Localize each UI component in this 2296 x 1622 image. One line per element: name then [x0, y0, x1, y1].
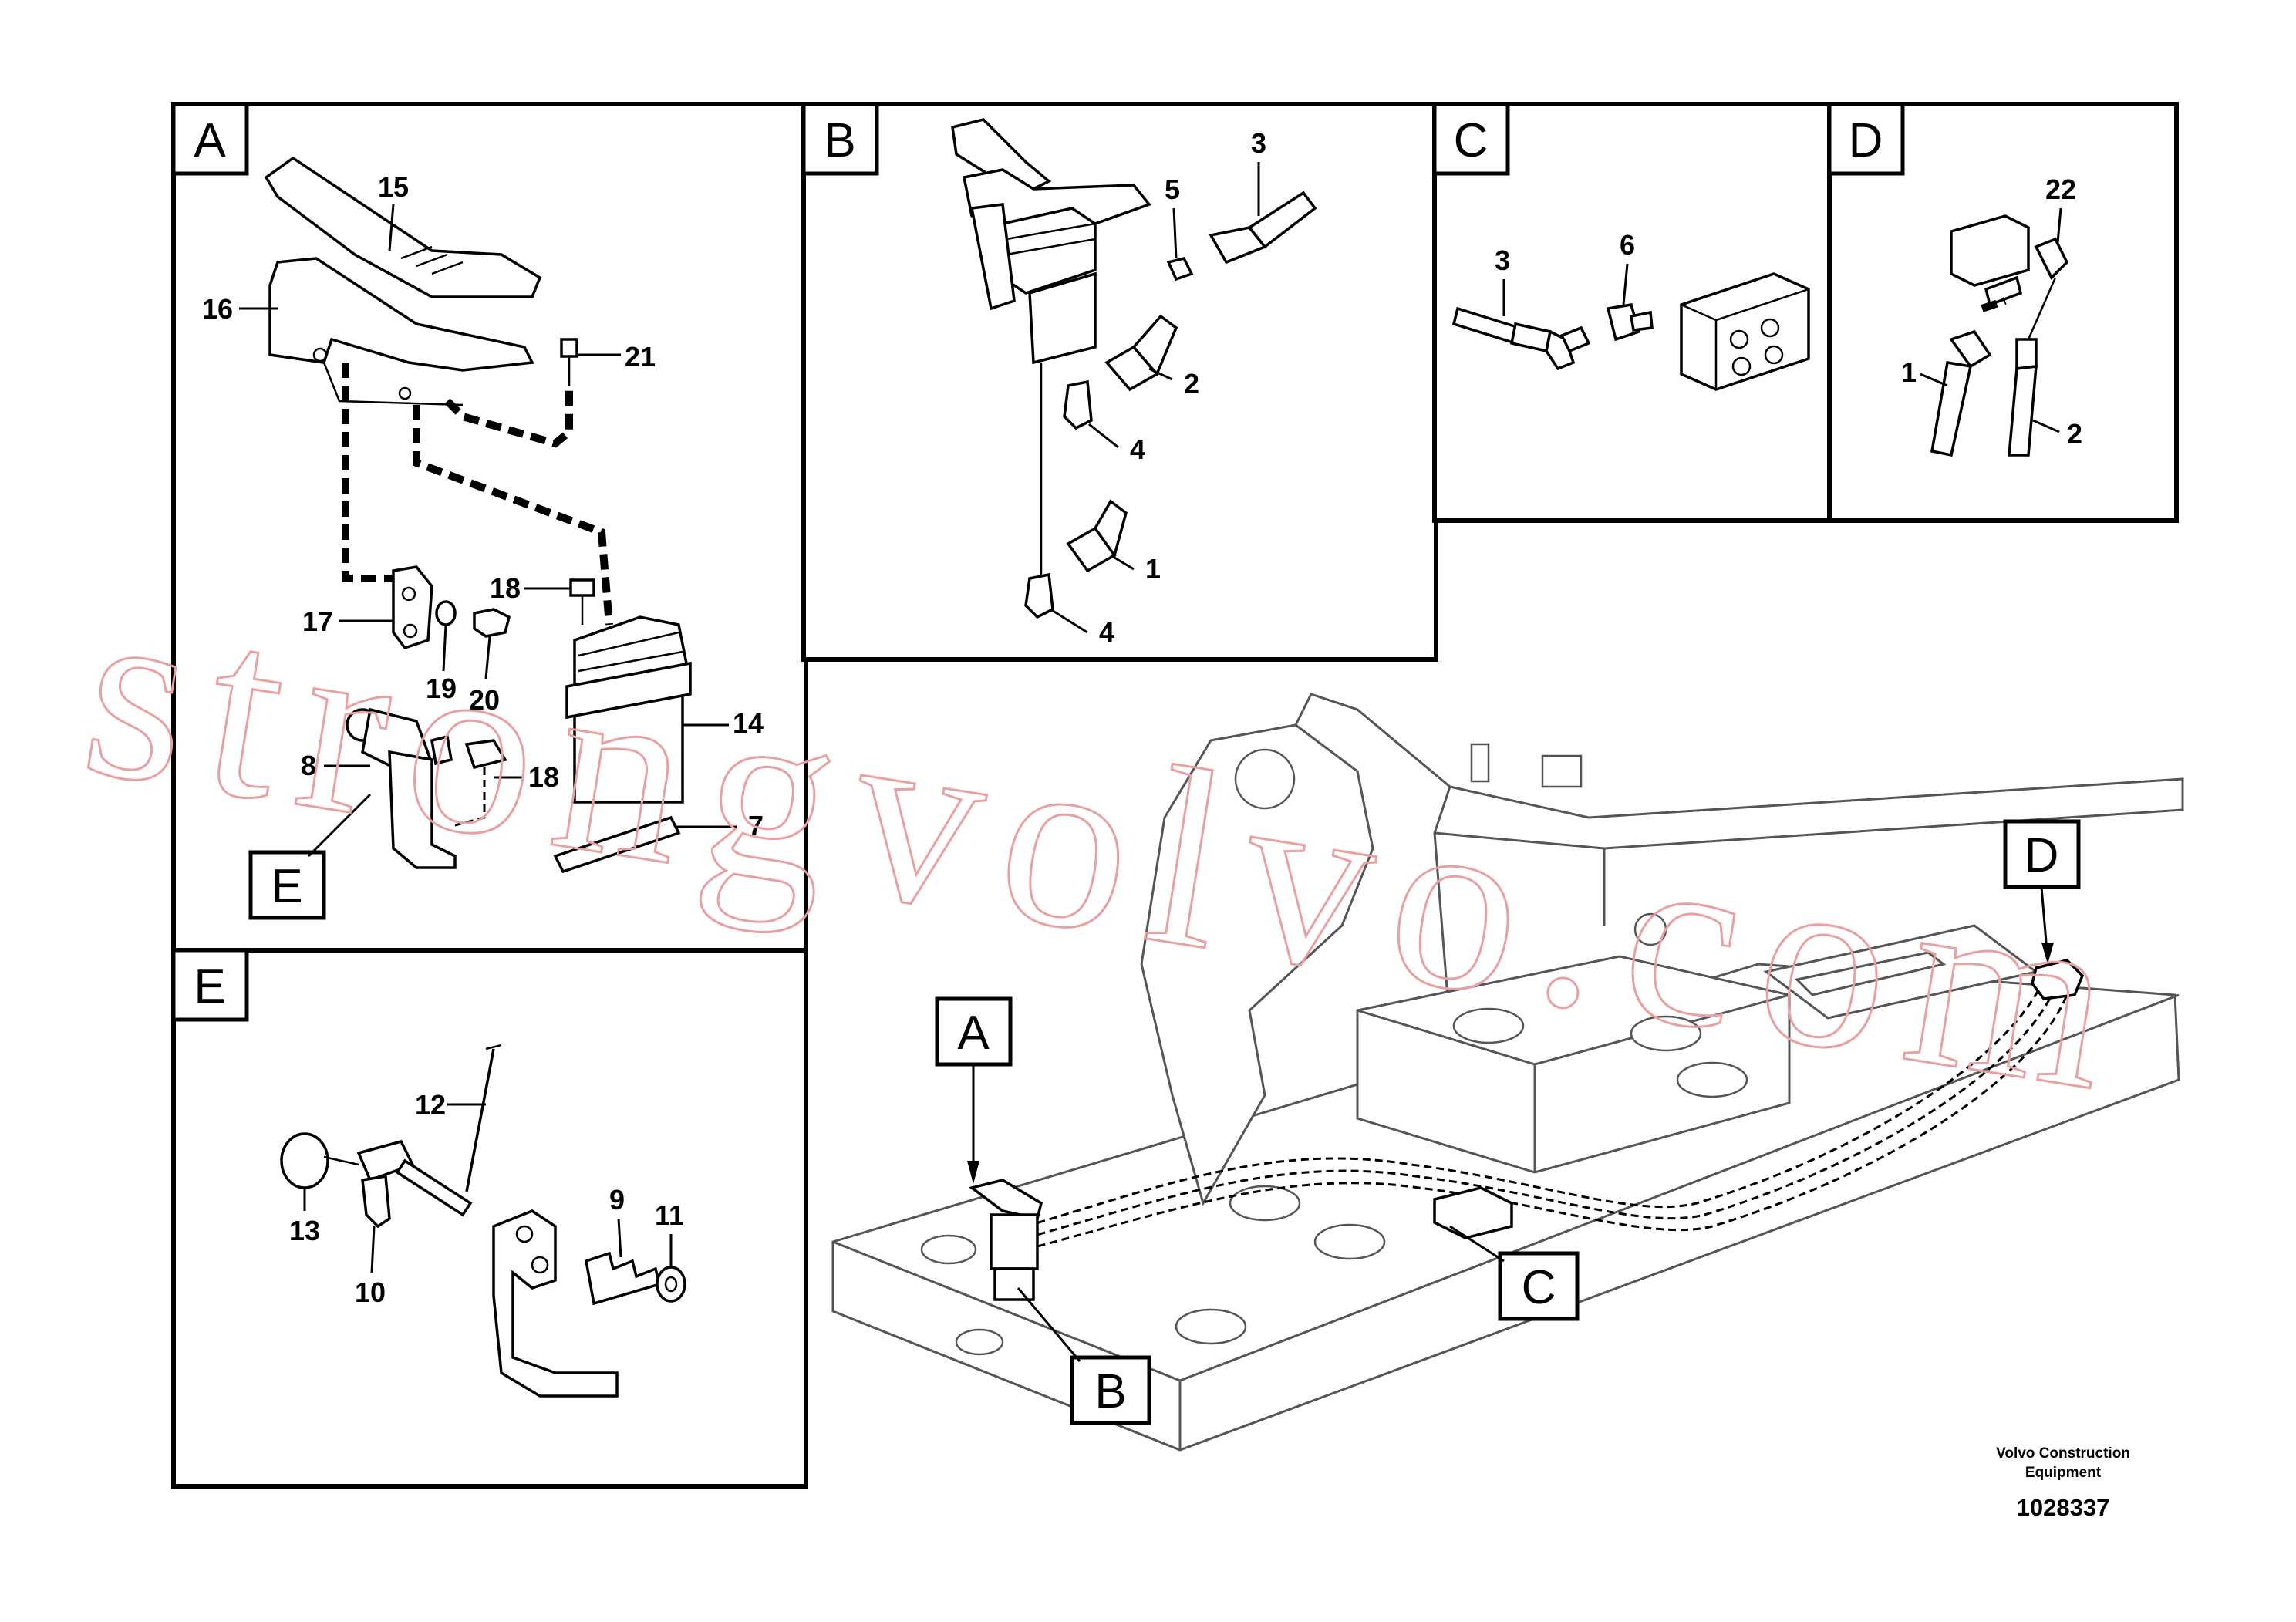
- fitting-4-lower: [1024, 572, 1054, 619]
- callout-b-2: 2: [1184, 368, 1199, 400]
- callout-b-1: 1: [1145, 553, 1161, 585]
- panel-b: B 3 5 2 4 1 4: [801, 102, 1438, 662]
- bolt-20: [473, 608, 511, 638]
- overview-tag-a-label: A: [957, 1007, 990, 1060]
- callout-a-16: 16: [202, 293, 233, 325]
- callout-a-15: 15: [378, 171, 409, 203]
- bolt-21: [560, 338, 578, 358]
- bolt-18-bottom: [464, 739, 507, 770]
- panel-c-tag: C: [1454, 114, 1489, 167]
- callout-e-11: 11: [655, 1199, 684, 1231]
- callout-e-9: 9: [609, 1184, 625, 1216]
- valve-block: [1680, 272, 1810, 391]
- fitting-4-upper: [1063, 379, 1093, 430]
- coupling-block: [1950, 214, 2030, 287]
- callout-e-12: 12: [415, 1089, 446, 1121]
- fitting-5: [1166, 256, 1194, 282]
- overview-tag-c[interactable]: C: [1449, 1225, 1580, 1321]
- hose-1: [1093, 499, 1128, 559]
- panel-e: E 12 13 10 9 11: [171, 948, 808, 1489]
- bolt-18-top: [569, 578, 595, 597]
- joystick-lever: [951, 118, 1052, 194]
- hose-1-d-fitting: [1949, 329, 1992, 369]
- callout-b-4b: 4: [1099, 616, 1114, 648]
- callout-a-7: 7: [748, 810, 764, 841]
- hose-2-d: [2008, 365, 2038, 457]
- callout-a-19: 19: [426, 673, 457, 704]
- panel-e-tag: E: [194, 960, 225, 1013]
- overview-tag-b-label: B: [1094, 1365, 1126, 1418]
- callout-a-18b: 18: [528, 761, 559, 793]
- callout-a-17: 17: [302, 605, 333, 637]
- overview-chassis: [831, 693, 2184, 1452]
- panel-a-tag-e[interactable]: E: [248, 793, 372, 920]
- overview-tag-a[interactable]: A: [935, 996, 1013, 1184]
- hose-2-d-fitting: [2015, 338, 2038, 370]
- callout-d-2: 2: [2067, 418, 2082, 450]
- callout-a-8: 8: [301, 750, 316, 781]
- callout-e-13: 13: [289, 1215, 320, 1246]
- callout-d-1: 1: [1901, 356, 1917, 388]
- footer-drawing-number: 1028337: [2017, 1494, 2110, 1521]
- panel-b-tag: B: [824, 114, 855, 167]
- washer-11: [656, 1266, 686, 1303]
- panel-c: C 3 6: [1432, 102, 1834, 523]
- panel-a-tag-e-label: E: [271, 860, 302, 913]
- callout-b-4a: 4: [1130, 433, 1145, 465]
- footer-company-line1: Volvo Construction: [1996, 1445, 2130, 1462]
- hose-2: [1131, 314, 1178, 377]
- callout-b-5: 5: [1165, 174, 1180, 205]
- overview-tag-b[interactable]: B: [1017, 1287, 1151, 1425]
- hose-1-d: [1930, 360, 1973, 457]
- footer-company-line2: Equipment: [2025, 1465, 2102, 1481]
- seal-7: [553, 815, 681, 874]
- panel-a-tag: A: [194, 114, 226, 167]
- callout-c-3: 3: [1495, 244, 1510, 276]
- spring-9: [585, 1251, 662, 1306]
- rod-12: [465, 1048, 495, 1192]
- bracket-16: [268, 257, 534, 372]
- overview-tag-d[interactable]: D: [2003, 819, 2081, 964]
- knob-13: [280, 1132, 329, 1189]
- callout-d-22: 22: [2045, 174, 2076, 205]
- callout-b-3: 3: [1251, 127, 1266, 159]
- pedal-15: [264, 156, 542, 298]
- bracket-e: [492, 1209, 619, 1398]
- panel-d: D 22 1 2: [1827, 102, 2179, 523]
- overview-tag-c-label: C: [1522, 1261, 1556, 1314]
- fitting-6: [1606, 303, 1641, 342]
- callout-a-20: 20: [469, 684, 500, 716]
- bracket-17: [392, 565, 433, 650]
- callout-a-18a: 18: [490, 572, 521, 604]
- hose-3: [1247, 191, 1317, 249]
- callout-a-14: 14: [733, 707, 764, 739]
- footer: Volvo Construction Equipment 1028337: [1996, 1445, 2130, 1521]
- callout-a-21: 21: [625, 341, 656, 373]
- panel-a: A: [171, 102, 808, 955]
- panel-d-tag: D: [1849, 114, 1883, 167]
- fitting-22: [2034, 237, 2069, 280]
- overview-tag-d-label: D: [2025, 829, 2059, 882]
- callout-c-6: 6: [1620, 229, 1635, 261]
- callout-e-10: 10: [355, 1276, 386, 1308]
